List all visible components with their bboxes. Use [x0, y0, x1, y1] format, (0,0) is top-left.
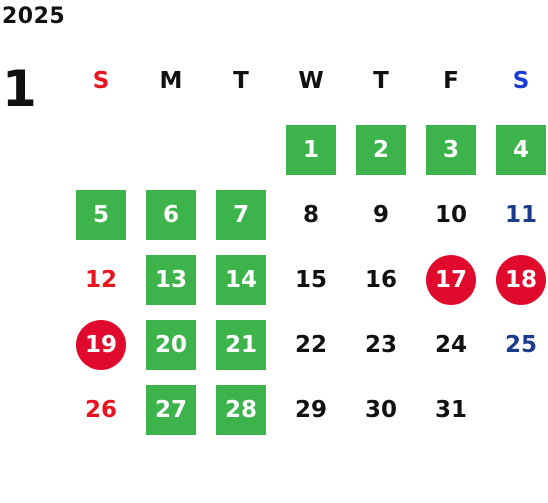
day-cell-29[interactable]: 29 [294, 397, 327, 423]
day-cell-31[interactable]: 31 [434, 397, 467, 423]
day-cell-8[interactable]: 8 [302, 202, 319, 228]
day-cell-2[interactable]: 2 [356, 125, 406, 175]
day-cell-28[interactable]: 28 [216, 385, 266, 435]
day-cell-13[interactable]: 13 [146, 255, 196, 305]
day-cell-19[interactable]: 19 [76, 320, 126, 370]
day-cell-15[interactable]: 15 [294, 267, 327, 293]
day-cell-3[interactable]: 3 [426, 125, 476, 175]
day-cell-23[interactable]: 23 [364, 332, 397, 358]
day-cell-24[interactable]: 24 [434, 332, 467, 358]
year-label: 2025 [2, 4, 66, 29]
day-cell-11[interactable]: 11 [504, 202, 537, 228]
day-cell-26[interactable]: 26 [84, 397, 117, 423]
day-cell-14[interactable]: 14 [216, 255, 266, 305]
weekday-header-2: T [233, 68, 249, 94]
day-cell-12[interactable]: 12 [84, 267, 117, 293]
weekday-header-0: S [92, 68, 110, 94]
day-cell-22[interactable]: 22 [294, 332, 327, 358]
day-cell-5[interactable]: 5 [76, 190, 126, 240]
weekday-header-6: S [512, 68, 530, 94]
day-cell-9[interactable]: 9 [372, 202, 389, 228]
day-cell-20[interactable]: 20 [146, 320, 196, 370]
day-cell-21[interactable]: 21 [216, 320, 266, 370]
day-cell-10[interactable]: 10 [434, 202, 467, 228]
weekday-header-3: W [298, 68, 324, 94]
day-cell-7[interactable]: 7 [216, 190, 266, 240]
day-cell-25[interactable]: 25 [504, 332, 537, 358]
day-cell-27[interactable]: 27 [146, 385, 196, 435]
day-cell-17[interactable]: 17 [426, 255, 476, 305]
day-cell-30[interactable]: 30 [364, 397, 397, 423]
weekday-header-1: M [159, 68, 183, 94]
day-cell-6[interactable]: 6 [146, 190, 196, 240]
month-number: 1 [2, 60, 37, 118]
day-cell-16[interactable]: 16 [364, 267, 397, 293]
day-cell-18[interactable]: 18 [496, 255, 546, 305]
weekday-header-4: T [373, 68, 389, 94]
day-cell-1[interactable]: 1 [286, 125, 336, 175]
day-cell-4[interactable]: 4 [496, 125, 546, 175]
weekday-header-5: F [443, 68, 459, 94]
